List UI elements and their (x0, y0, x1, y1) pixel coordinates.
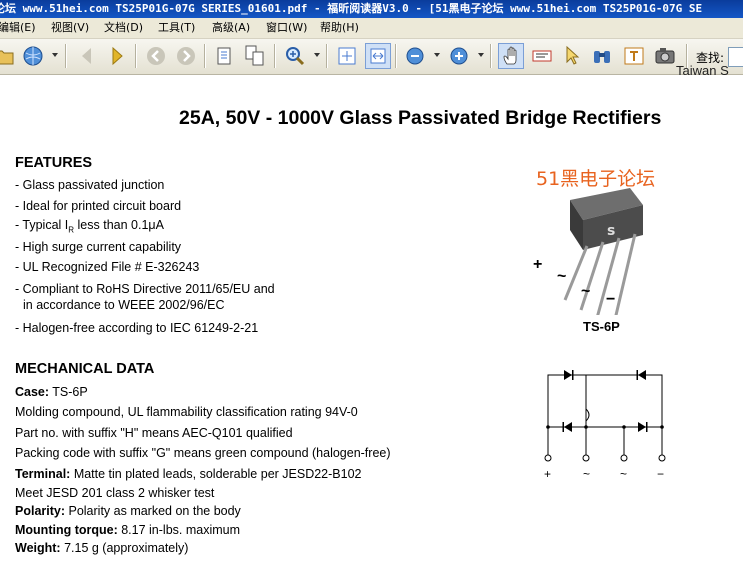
features-heading: FEATURES (15, 155, 93, 171)
mech-line: Polarity: Polarity as marked on the body (15, 504, 241, 518)
fit-width-icon[interactable] (365, 43, 391, 69)
snapshot-camera-icon[interactable] (652, 43, 678, 69)
typewriter-icon[interactable] (621, 43, 647, 69)
find-input[interactable] (728, 47, 743, 67)
feature-item: - Halogen-free according to IEC 61249-2-… (15, 321, 259, 335)
svg-text:s: s (607, 223, 615, 239)
schematic-pin-ac: ~ (583, 467, 591, 481)
forward-icon[interactable] (173, 43, 199, 69)
mechanical-data-heading: MECHANICAL DATA (15, 361, 155, 377)
package-label: TS-6P (583, 319, 620, 334)
mech-line: Terminal: Matte tin plated leads, solder… (15, 467, 362, 481)
feature-item: - Glass passivated junction (15, 178, 165, 192)
watermark-text: 51黑电子论坛 (536, 168, 656, 190)
pin-ac-symbol: ~ (557, 268, 567, 285)
window-title-bar: 论坛 www.51hei.com TS25P01G-07G SERIES_016… (0, 0, 743, 18)
bridge-schematic (544, 370, 666, 462)
globe-dropdown-icon[interactable] (52, 53, 58, 57)
menu-document[interactable]: 文档(D) (104, 21, 144, 34)
find-binoculars-icon[interactable] (589, 43, 615, 69)
menu-bar: 编辑(E) 视图(V) 文档(D) 工具(T) 高级(A) 窗口(W) 帮助(H… (0, 18, 743, 39)
menu-tools[interactable]: 工具(T) (158, 21, 196, 34)
feature-item: - High surge current capability (15, 240, 182, 254)
schematic-pin-ac: ~ (620, 467, 628, 481)
mech-line: Mounting torque: 8.17 in-lbs. maximum (15, 523, 241, 537)
pointer-icon[interactable] (559, 43, 585, 69)
document-title: 25A, 50V - 1000V Glass Passivated Bridge… (179, 107, 662, 129)
menu-help[interactable]: 帮助(H) (320, 21, 359, 34)
mech-line: Packing code with suffix "G" means green… (15, 446, 391, 460)
zoom-tool-icon[interactable] (282, 43, 308, 69)
zoom-in-dropdown-icon[interactable] (478, 53, 484, 57)
open-icon[interactable] (0, 43, 18, 69)
globe-icon[interactable] (20, 43, 46, 69)
page-header-fragment: Taiwan S (676, 63, 729, 78)
schematic-pin-plus: + (544, 467, 552, 481)
select-text-icon[interactable] (529, 43, 555, 69)
single-page-icon[interactable] (212, 43, 238, 69)
hand-tool-icon[interactable] (498, 43, 524, 69)
schematic-pin-minus: − (657, 467, 665, 481)
feature-item: - Compliant to RoHS Directive 2011/65/EU… (15, 282, 275, 296)
zoom-dropdown-icon[interactable] (314, 53, 320, 57)
mech-line: Weight: 7.15 g (approximately) (15, 541, 189, 555)
feature-item: in accordance to WEEE 2002/96/EC (23, 298, 225, 312)
zoom-level-dropdown-icon[interactable] (434, 53, 440, 57)
pdf-page: Taiwan S 25A, 50V - 1000V Glass Passivat… (0, 63, 743, 574)
pin-minus-symbol: − (606, 291, 616, 308)
find-label: 查找: (696, 51, 725, 65)
mech-line: Case: TS-6P (15, 385, 88, 399)
pin-plus-symbol: + (533, 256, 543, 273)
toolbar: 查找: (0, 39, 743, 75)
next-page-icon[interactable] (104, 43, 130, 69)
package-image: s (563, 188, 643, 315)
menu-window[interactable]: 窗口(W) (266, 21, 308, 34)
mech-line: Meet JESD 201 class 2 whisker test (15, 486, 215, 500)
back-icon[interactable] (143, 43, 169, 69)
previous-page-icon[interactable] (74, 43, 100, 69)
feature-item: - UL Recognized File # E-326243 (15, 260, 200, 274)
window-title: 论坛 www.51hei.com TS25P01G-07G SERIES_016… (0, 2, 703, 15)
continuous-page-icon[interactable] (242, 43, 268, 69)
zoom-out-icon[interactable] (402, 43, 428, 69)
menu-advanced[interactable]: 高级(A) (212, 21, 251, 34)
feature-item: - Typical IR less than 0.1μA (15, 218, 164, 235)
menu-edit[interactable]: 编辑(E) (0, 21, 36, 34)
mech-line: Part no. with suffix "H" means AEC-Q101 … (15, 426, 293, 440)
zoom-in-icon[interactable] (446, 43, 472, 69)
fit-page-icon[interactable] (334, 43, 360, 69)
pin-ac-symbol: ~ (581, 283, 591, 300)
feature-item: - Ideal for printed circuit board (15, 199, 182, 213)
menu-view[interactable]: 视图(V) (51, 21, 90, 34)
mech-line: Molding compound, UL flammability classi… (15, 405, 358, 419)
